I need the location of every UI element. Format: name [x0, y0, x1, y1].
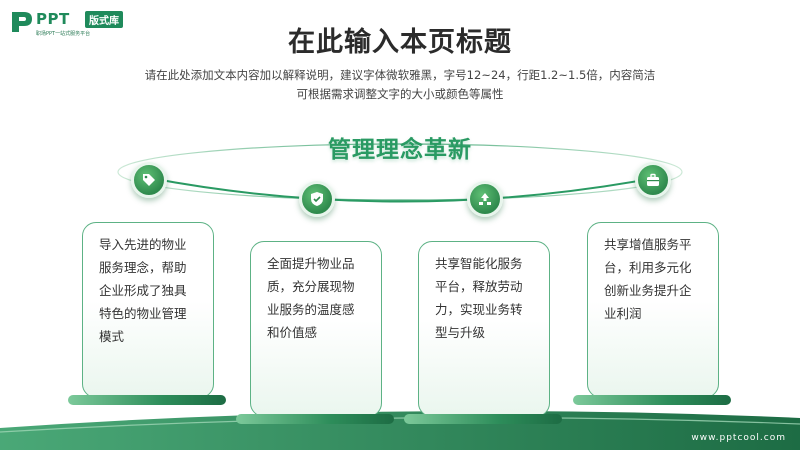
card-3-line: 型与升级: [435, 325, 486, 340]
upgrade-icon: [467, 181, 503, 217]
feature-card-1: 导入先进的物业 服务理念，帮助 企业形成了独具 特色的物业管理 模式: [82, 222, 214, 398]
card-2-line: 质，充分展现物: [267, 279, 355, 294]
card-2-text: 全面提升物业品 质，充分展现物 业服务的温度感 和价值感: [267, 252, 355, 344]
footer-url: www.pptcool.com: [691, 433, 786, 443]
ppt-logo-icon: [12, 12, 32, 32]
card-4-line: 业利润: [604, 306, 642, 321]
card-4-line: 创新业务提升企: [604, 283, 692, 298]
card-2-line: 业服务的温度感: [267, 302, 355, 317]
orbit-arc: [149, 177, 656, 203]
section-title: 管理理念革新: [328, 137, 472, 163]
card-1-line: 模式: [99, 329, 125, 344]
page-title: 在此输入本页标题: [288, 27, 512, 58]
card-3-base-bar: [404, 414, 562, 424]
tag-icon: [131, 162, 167, 198]
feature-card-4: 共享增值服务平 台，利用多元化 创新业务提升企 业利润: [587, 222, 719, 398]
card-1-text: 导入先进的物业 服务理念，帮助 企业形成了独具 特色的物业管理 模式: [99, 233, 187, 348]
card-4-text: 共享增值服务平 台，利用多元化 创新业务提升企 业利润: [604, 233, 692, 325]
logo-brand-text: PPT: [36, 10, 70, 28]
card-2-line: 全面提升物业品: [267, 256, 355, 271]
feature-card-2: 全面提升物业品 质，充分展现物 业服务的温度感 和价值感: [250, 241, 382, 417]
card-3-line: 平台，释放劳动: [435, 279, 523, 294]
card-4-line: 台，利用多元化: [604, 260, 692, 275]
logo-tagline: 职场PPT一站式服务平台: [36, 31, 91, 37]
page-description-line1: 请在此处添加文本内容加以解释说明，建议字体微软雅黑，字号12~24，行距1.2~…: [144, 68, 656, 82]
card-3-line: 共享智能化服务: [435, 256, 523, 271]
card-2-base-bar: [236, 414, 394, 424]
shield-icon: [299, 181, 335, 217]
card-1-line: 企业形成了独具: [99, 283, 187, 298]
card-1-line: 服务理念，帮助: [99, 260, 187, 275]
briefcase-icon: [635, 162, 671, 198]
bottom-wave: [0, 410, 800, 450]
card-2-line: 和价值感: [267, 325, 318, 340]
feature-card-3: 共享智能化服务 平台，释放劳动 力，实现业务转 型与升级: [418, 241, 550, 417]
card-1-line: 导入先进的物业: [99, 237, 187, 252]
logo-badge: 版式库: [85, 11, 123, 28]
orbit-ellipse: [117, 143, 683, 201]
card-4-line: 共享增值服务平: [604, 237, 692, 252]
card-1-base-bar: [68, 395, 226, 405]
card-3-line: 力，实现业务转: [435, 302, 523, 317]
page-description-line2: 可根据需求调整文字的大小或颜色等属性: [296, 87, 504, 101]
card-1-line: 特色的物业管理: [99, 306, 187, 321]
brand-logo: PPT 版式库 职场PPT一站式服务平台: [10, 8, 150, 40]
card-3-text: 共享智能化服务 平台，释放劳动 力，实现业务转 型与升级: [435, 252, 523, 344]
card-4-base-bar: [573, 395, 731, 405]
